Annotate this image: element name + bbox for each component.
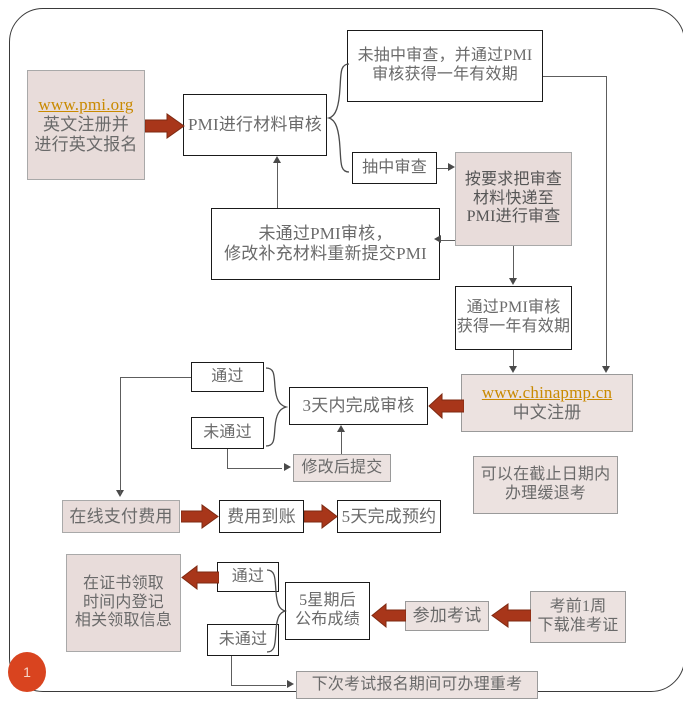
express-materials-line2: 材料快递至 — [472, 189, 554, 207]
page-number-value: 1 — [23, 664, 31, 680]
line-fail2-down — [231, 656, 233, 685]
not-sampled-line2: 审核获得一年有效期 — [372, 66, 518, 83]
line-pass1-left — [120, 377, 191, 379]
right-margin — [683, 0, 695, 711]
line-express-to-failed — [441, 240, 455, 242]
resubmit-line1: 修改后提交 — [301, 458, 383, 476]
fail-2-line1: 未通过 — [218, 630, 268, 648]
line-express-to-passed — [513, 246, 515, 278]
node-not-sampled[interactable]: 未抽中审查，并通过PMI 审核获得一年有效期 — [347, 30, 543, 102]
line-notsampled-right — [543, 76, 607, 78]
node-results-5weeks[interactable]: 5星期后 公布成绩 — [285, 582, 370, 640]
pass-2-line1: 通过 — [231, 567, 265, 585]
node-pass-1[interactable]: 通过 — [191, 362, 264, 392]
arrowhead-fail2-to-retake — [287, 680, 294, 688]
arrowhead-passed-to-chinapmp — [509, 366, 517, 373]
failed-review-line2: 修改补充材料重新提交PMI — [224, 244, 427, 263]
node-review-3days[interactable]: 3天内完成审核 — [289, 387, 428, 425]
cert-pickup-line3: 相关领取信息 — [74, 612, 173, 630]
node-fail-2[interactable]: 未通过 — [207, 624, 279, 656]
chinapmp-url-link[interactable]: www.chinapmp.cn — [481, 383, 613, 403]
block-arrow-pass-to-cert — [180, 564, 219, 591]
brace-review-split — [327, 62, 351, 174]
fee-received-line1: 费用到账 — [227, 506, 296, 526]
line-booking-to-payment-stub — [120, 490, 122, 494]
block-arrow-register-to-review — [145, 112, 185, 140]
results-5weeks-line1: 5星期后 — [299, 592, 356, 610]
line-passed-to-chinapmp — [513, 350, 515, 366]
arrowhead-express-to-passed — [509, 278, 517, 285]
node-failed-review[interactable]: 未通过PMI审核， 修改补充材料重新提交PMI — [211, 208, 440, 280]
brace-results-merge — [265, 568, 287, 654]
node-defer-exam[interactable]: 可以在截止日期内 办理缓退考 — [473, 456, 618, 514]
pmi-register-line2: 进行英文报名 — [34, 134, 138, 154]
node-resubmit[interactable]: 修改后提交 — [293, 454, 391, 482]
retake-line1: 下次考试报名期间可办理重考 — [311, 675, 523, 693]
node-express-materials[interactable]: 按要求把审查 材料快递至 PMI进行审查 — [455, 152, 572, 246]
node-take-exam[interactable]: 参加考试 — [405, 601, 489, 631]
cert-pickup-line2: 时间内登记 — [82, 593, 164, 611]
express-materials-line1: 按要求把审查 — [464, 171, 563, 189]
node-download-ticket[interactable]: 考前1周 下载准考证 — [530, 591, 626, 643]
results-5weeks-line2: 公布成绩 — [295, 611, 360, 628]
page-number-badge: 1 — [8, 652, 46, 692]
pmi-url-link[interactable]: www.pmi.org — [38, 95, 134, 115]
download-ticket-line2: 下载准考证 — [537, 617, 619, 634]
passed-review-line1: 通过PMI审核 — [466, 299, 561, 317]
arrowhead-sampled-to-express — [448, 163, 455, 171]
take-exam-line1: 参加考试 — [412, 606, 482, 626]
node-booking-5days[interactable]: 5天完成预约 — [337, 500, 441, 533]
arrowhead-failed-to-review — [273, 156, 281, 163]
node-online-payment[interactable]: 在线支付费用 — [62, 500, 180, 533]
node-cert-pickup[interactable]: 在证书领取 时间内登记 相关领取信息 — [66, 554, 181, 652]
node-sampled[interactable]: 抽中审查 — [352, 152, 437, 184]
line-resubmit-to-review3days — [341, 432, 343, 454]
online-payment-line1: 在线支付费用 — [69, 506, 173, 526]
node-pmi-review[interactable]: PMI进行材料审核 — [183, 94, 327, 156]
arrowhead-to-chinapmp-right — [602, 366, 610, 373]
arrowhead-express-to-failed — [434, 235, 441, 243]
fail-1-line1: 未通过 — [203, 423, 252, 441]
line-fail2-right — [231, 685, 286, 687]
node-chinapmp-register[interactable]: www.chinapmp.cn 中文注册 — [461, 374, 633, 432]
node-retake[interactable]: 下次考试报名期间可办理重考 — [296, 671, 538, 699]
line-sampled-to-express — [437, 168, 448, 170]
review-3days-line1: 3天内完成审核 — [302, 396, 415, 416]
passed-review-line2: 获得一年有效期 — [456, 318, 571, 335]
pmi-register-line1: 英文注册并 — [43, 115, 129, 135]
block-arrow-payment-to-fee — [181, 503, 219, 530]
booking-5days-line1: 5天完成预约 — [341, 506, 437, 526]
failed-review-line1: 未通过PMI审核， — [258, 224, 393, 244]
line-fail1-down — [227, 449, 229, 468]
chinapmp-register-line1: 中文注册 — [512, 403, 582, 422]
defer-exam-line1: 可以在截止日期内 — [480, 466, 611, 484]
node-pmi-register[interactable]: www.pmi.org 英文注册并 进行英文报名 — [27, 70, 145, 180]
block-arrow-chinapmp-to-review3days — [428, 392, 464, 420]
cert-pickup-line1: 在证书领取 — [82, 575, 164, 593]
express-materials-line3: PMI进行审查 — [466, 208, 561, 226]
line-fail1-right — [227, 468, 282, 470]
node-pass-2[interactable]: 通过 — [217, 562, 279, 592]
line-notsampled-down — [606, 76, 608, 366]
download-ticket-line1: 考前1周 — [549, 598, 607, 616]
block-arrow-exam-to-results — [370, 602, 406, 629]
node-fail-1[interactable]: 未通过 — [191, 417, 264, 449]
not-sampled-line1: 未抽中审查，并通过PMI — [357, 47, 533, 65]
pass-1-line1: 通过 — [211, 367, 244, 385]
brace-review3days-merge — [264, 366, 288, 448]
arrowhead-resubmit-to-review3days — [337, 425, 345, 432]
bottom-margin — [0, 701, 695, 711]
block-arrow-fee-to-booking — [304, 503, 338, 530]
node-fee-received[interactable]: 费用到账 — [219, 500, 304, 533]
arrowhead-fail1-to-resubmit — [284, 463, 291, 471]
block-arrow-ticket-to-exam — [489, 602, 531, 629]
line-pass1-down — [120, 377, 122, 490]
sampled-line1: 抽中审查 — [362, 158, 427, 176]
defer-exam-line2: 办理缓退考 — [504, 485, 586, 502]
line-failed-to-review — [277, 163, 279, 208]
node-passed-review[interactable]: 通过PMI审核 获得一年有效期 — [455, 286, 572, 350]
pmi-review-line1: PMI进行材料审核 — [187, 115, 323, 135]
